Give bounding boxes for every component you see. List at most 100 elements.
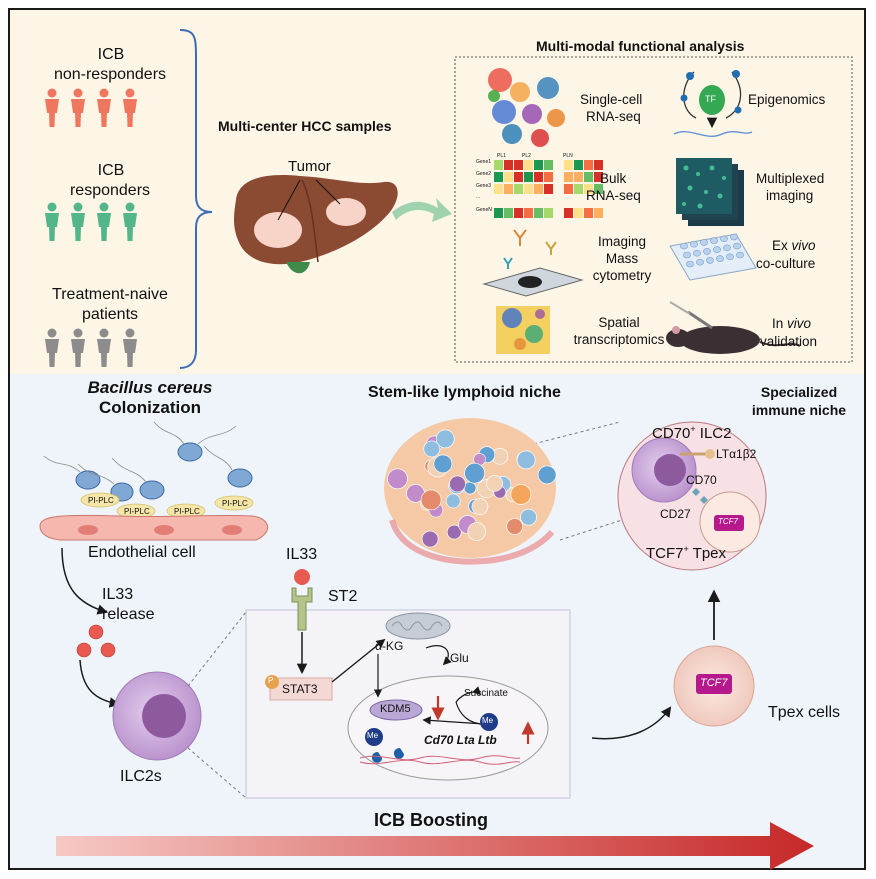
icb-boosting-label: ICB Boosting — [374, 810, 488, 830]
tcf7-tpex-label: TCF7+ Tpex — [646, 544, 726, 562]
arrow-to-tpex — [591, 706, 672, 740]
st2-receptor — [291, 587, 313, 631]
heatmap-cell — [574, 184, 583, 194]
il33-release-label-1: IL33 — [102, 586, 134, 603]
heatmap-group-2: PL2 — [522, 153, 531, 159]
cd70-ilc2-tail: ILC2 — [695, 425, 732, 442]
mouse-icon — [666, 301, 801, 354]
heatmap-cell — [504, 172, 513, 182]
heatmap-cell — [584, 208, 593, 218]
heatmap-group-n: PLN — [563, 153, 573, 159]
heatmap-cell — [524, 160, 533, 170]
well — [693, 249, 701, 257]
well — [720, 235, 728, 243]
heatmap-gene-ellipsis: ... — [476, 194, 481, 200]
scrna-label-2: RNA-seq — [586, 109, 641, 124]
mitochondrion-icon — [385, 612, 451, 640]
bulk-label-1: Bulk — [600, 171, 627, 186]
arrow-to-il33 — [61, 547, 109, 615]
heatmap-cell — [514, 172, 523, 182]
heatmap-cell — [514, 184, 523, 194]
pi-plc-label-3: PI-PLC — [174, 507, 200, 516]
niche-cell — [446, 524, 462, 540]
heatmap-cell — [514, 208, 523, 218]
spatial-map-icon — [496, 306, 550, 354]
niche-cell — [445, 493, 461, 509]
heatmap-group-1: PL1 — [497, 153, 506, 159]
tcf7-tpex-main: TCF7 — [646, 545, 684, 562]
heatmap-cell — [584, 172, 593, 182]
niche-vessel — [389, 519, 555, 565]
niche-cell — [467, 522, 487, 541]
heatmap-cell — [564, 160, 573, 170]
pi-plc-label-1: PI-PLC — [88, 496, 114, 505]
heatmap-gene-1: Gene1 — [476, 159, 492, 165]
invivo-label-2: validation — [760, 334, 818, 349]
histone-icons — [371, 748, 404, 763]
arrow-to-succinate — [455, 686, 482, 703]
cd70-label: CD70 — [686, 473, 717, 487]
cd70-ilc2-label: CD70+ ILC2 — [652, 424, 731, 442]
heatmap-cell — [594, 184, 603, 194]
heatmap-gene-3: Gene3 — [476, 183, 492, 189]
imc-label-3: cytometry — [592, 268, 652, 283]
niche-cell — [433, 454, 453, 474]
heatmap-gene-2: Gene2 — [476, 171, 492, 177]
imaging-mass-cytometry-icon — [482, 229, 584, 297]
niche-tcf7-badge — [714, 515, 744, 531]
exvivo-italic: vivo — [791, 238, 816, 253]
ilc2s-label: ILC2s — [120, 768, 162, 785]
zoom-line-top — [187, 611, 247, 687]
well — [690, 240, 698, 248]
heatmap-cell — [594, 172, 603, 182]
dna-strand-2 — [359, 759, 521, 765]
tpex-cells-label: Tpex cells — [768, 704, 841, 721]
niche-cell — [506, 518, 524, 535]
exvivo-prefix: Ex — [772, 238, 792, 253]
phospho-badge — [265, 675, 279, 689]
well — [710, 237, 718, 244]
heatmap-cell — [534, 172, 543, 182]
umap-icon — [488, 68, 565, 147]
well — [700, 239, 708, 246]
samples-title: Multi-center HCC samples — [218, 118, 392, 134]
tcf7-tpex-tail: Tpex — [688, 545, 727, 562]
heatmap-cell — [594, 208, 603, 218]
target-genes-label: Cd70 Lta Ltb — [424, 733, 497, 747]
il33-label: IL33 — [286, 546, 318, 563]
heatmap-cell — [574, 208, 583, 218]
glu-label: Glu — [450, 651, 469, 665]
arrow-stat3-akg — [331, 638, 386, 683]
niche-cell — [464, 462, 485, 484]
heatmap-cell — [534, 208, 543, 218]
heatmap-cell — [574, 172, 583, 182]
multiplexed-label-2: imaging — [766, 188, 814, 203]
well — [716, 255, 724, 262]
specialized-label-1: Specialized — [760, 384, 838, 400]
il33-release-label-2: release — [102, 606, 155, 623]
heatmap-cell — [564, 184, 573, 194]
imc-label-1: Imaging — [597, 234, 647, 249]
kdm5-enzyme — [369, 699, 423, 721]
exvivo-label-1: Ex vivo — [772, 238, 816, 254]
st2-label: ST2 — [328, 588, 358, 605]
lta-label: LTα1β2 — [716, 447, 757, 461]
heatmap-cell — [544, 208, 553, 218]
cd27-label: CD27 — [660, 507, 691, 521]
endothelial-cells — [39, 514, 268, 541]
arrow-demethylation — [422, 716, 485, 725]
cd70-ilc2-sup: + — [690, 424, 696, 434]
well — [723, 244, 731, 252]
well — [686, 260, 694, 268]
scrna-label-1: Single-cell — [580, 92, 643, 107]
well — [683, 251, 691, 259]
niche-title: Stem-like lymphoid niche — [368, 384, 561, 401]
endothelial-label: Endothelial cell — [88, 544, 196, 561]
niche-cell — [463, 481, 477, 495]
me-label-chromatin: Me — [367, 731, 379, 740]
niche-cell — [421, 530, 439, 548]
pi-plc-label-2: PI-PLC — [124, 507, 150, 516]
well — [736, 251, 744, 259]
niche-cell — [471, 498, 489, 515]
well — [680, 242, 688, 250]
